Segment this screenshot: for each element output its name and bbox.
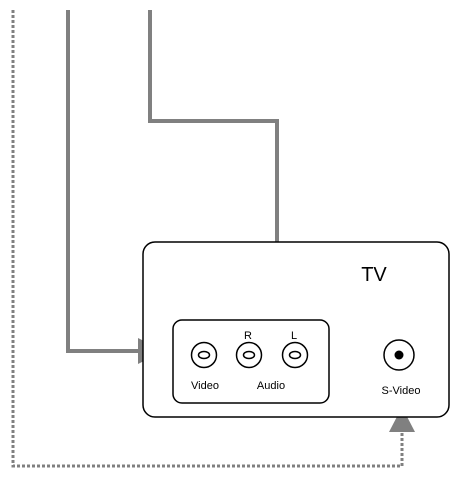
video-cable [66, 10, 140, 353]
svideo-jack-label: S-Video [382, 385, 421, 397]
audio-jack-label: Audio [257, 380, 285, 392]
tv-title: TV [361, 264, 387, 286]
video-jack-icon [190, 341, 218, 369]
svideo-jack-icon [383, 339, 415, 371]
svideo-cable-arrowhead [389, 407, 415, 432]
audio-left-channel-label: L [291, 330, 297, 342]
svideo-dotted-cable [11, 10, 404, 468]
audio-left-jack-icon [281, 341, 309, 369]
video-jack-label: Video [191, 380, 219, 392]
audio-cable [148, 10, 279, 282]
audio-right-channel-label: R [244, 330, 252, 342]
audio-right-jack-icon [235, 341, 263, 369]
